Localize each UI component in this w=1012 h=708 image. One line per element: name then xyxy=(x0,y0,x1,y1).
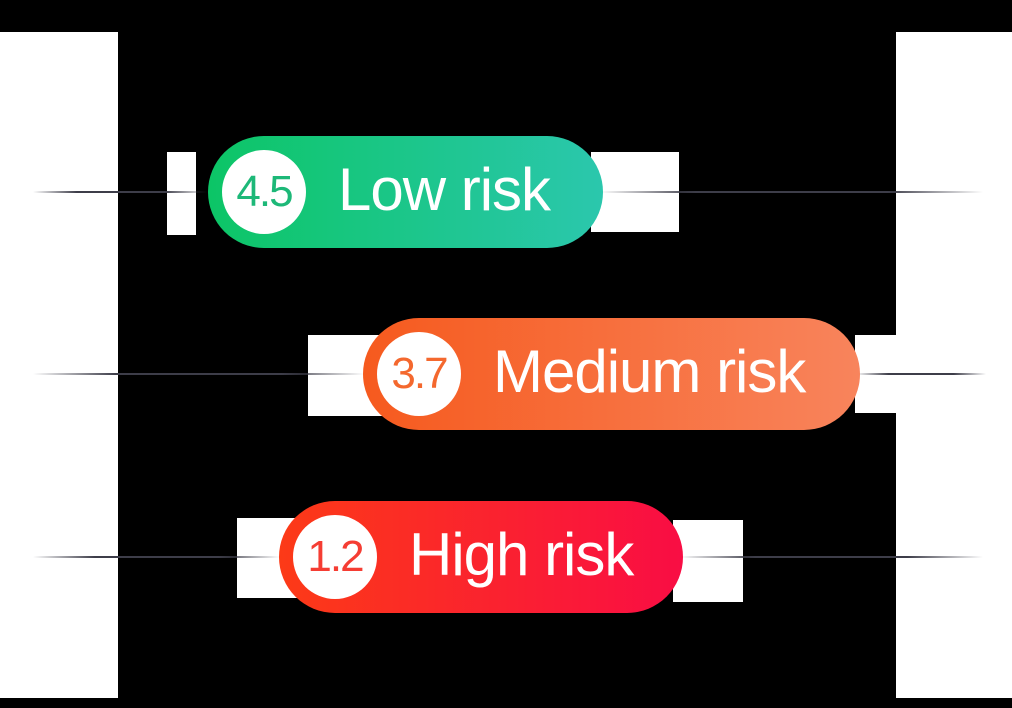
score-value: 1.2 xyxy=(307,532,364,581)
leader-line-high-right xyxy=(680,556,983,558)
score-circle: 1.2 xyxy=(293,515,377,599)
score-circle: 3.7 xyxy=(377,332,461,416)
card-fragment-high-right xyxy=(673,520,743,602)
leader-line-medium-right xyxy=(856,373,986,375)
risk-badge-low[interactable]: 4.5 Low risk xyxy=(208,136,603,248)
leader-line-high-left xyxy=(33,556,280,558)
score-value: 3.7 xyxy=(391,349,448,398)
risk-label: Low risk xyxy=(338,156,551,223)
score-circle: 4.5 xyxy=(222,150,306,234)
leader-line-medium-left xyxy=(33,373,364,375)
leader-line-low-right xyxy=(600,191,983,193)
risk-badge-high[interactable]: 1.2 High risk xyxy=(279,501,683,613)
card-fragment-low-left xyxy=(167,152,196,235)
score-value: 4.5 xyxy=(236,167,293,216)
background-column-left xyxy=(0,32,118,698)
risk-badge-medium[interactable]: 3.7 Medium risk xyxy=(363,318,860,430)
risk-label: High risk xyxy=(409,521,634,588)
leader-line-low-left xyxy=(33,191,208,193)
risk-label: Medium risk xyxy=(493,338,806,405)
